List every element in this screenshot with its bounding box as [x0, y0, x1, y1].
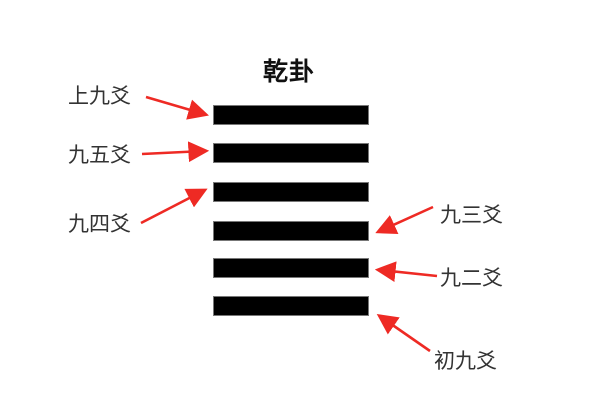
- yao-line-fourth: [213, 182, 369, 202]
- arrow-second-icon: [374, 261, 438, 282]
- arrow-third-icon: [375, 205, 434, 235]
- arrow-top-icon: [145, 95, 209, 120]
- hexagram-title: 乾卦: [263, 57, 316, 86]
- label-fourth-yao: 九四爻: [68, 212, 131, 236]
- arrow-fifth-icon: [141, 141, 210, 163]
- arrow-bottom-icon: [376, 314, 431, 353]
- label-fifth-yao: 九五爻: [68, 143, 131, 167]
- yao-line-fifth: [213, 143, 369, 163]
- label-bottom-yao: 初九爻: [434, 349, 497, 373]
- yao-line-second: [213, 258, 369, 278]
- yao-line-bottom: [213, 296, 369, 316]
- label-top-yao: 上九爻: [68, 84, 131, 108]
- yao-line-third: [213, 221, 369, 241]
- yao-line-top: [213, 105, 369, 125]
- label-third-yao: 九三爻: [440, 203, 503, 227]
- label-second-yao: 九二爻: [440, 266, 503, 290]
- arrow-fourth-icon: [140, 188, 208, 225]
